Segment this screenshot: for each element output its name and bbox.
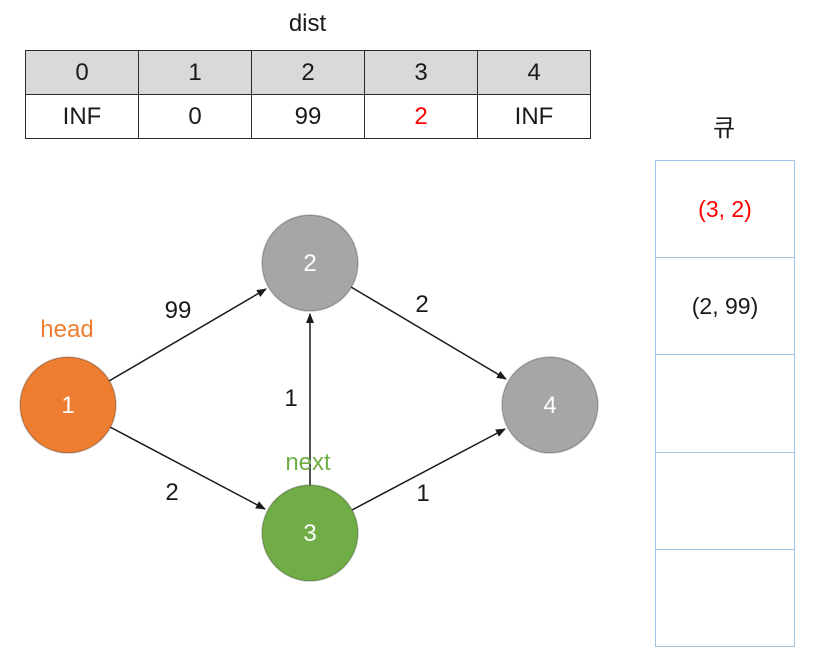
edge-weight-3-2: 1 (284, 385, 297, 412)
node-1-label: 1 (61, 392, 74, 419)
dist-value-cell-4: INF (478, 95, 591, 139)
queue-cell-1: (2, 99) (656, 258, 794, 356)
nodes (19, 214, 599, 582)
node-3-circle (261, 484, 359, 582)
node-4-circle (501, 356, 599, 454)
node-2-label: 2 (303, 250, 316, 277)
node-4-label: 4 (543, 392, 556, 419)
dist-table: 0 1 2 3 4 INF 0 99 2 INF (25, 50, 591, 139)
edge-weight-1-3: 2 (165, 479, 178, 506)
edges (108, 286, 507, 511)
node-2-circle (261, 214, 359, 312)
dist-header-cell-1: 1 (139, 51, 252, 95)
next-tag-label: next (285, 449, 331, 476)
queue-cell-4 (656, 550, 794, 646)
edge-3-4 (351, 428, 506, 511)
queue-cell-3 (656, 453, 794, 550)
edge-1-3 (109, 426, 266, 510)
head-tag-label: head (40, 316, 93, 343)
edge-weight-labels: 99 2 2 1 1 (165, 291, 430, 507)
queue-title: 큐 (712, 115, 736, 142)
dist-table-title: dist (288, 10, 327, 37)
dist-header-cell-2: 2 (252, 51, 365, 95)
edge-weight-3-4: 1 (416, 480, 429, 507)
queue-cell-2 (656, 355, 794, 453)
edge-2-4 (350, 286, 507, 380)
queue-cell-0: (3, 2) (656, 161, 794, 259)
dist-value-cell-1: 0 (139, 95, 252, 139)
dist-header-cell-3: 3 (365, 51, 478, 95)
queue-table: (3, 2) (2, 99) (655, 160, 795, 647)
node-labels: 1 2 3 4 (61, 250, 556, 547)
dist-header-cell-4: 4 (478, 51, 591, 95)
dist-header-cell-0: 0 (26, 51, 139, 95)
node-1-circle (19, 356, 117, 454)
edge-weight-2-4: 2 (415, 291, 428, 318)
dist-value-cell-2: 99 (252, 95, 365, 139)
edge-1-2 (108, 288, 267, 382)
edge-weight-1-2: 99 (165, 297, 192, 324)
dist-value-cell-0: INF (26, 95, 139, 139)
dist-value-cell-3: 2 (365, 95, 478, 139)
node-3-label: 3 (303, 520, 316, 547)
